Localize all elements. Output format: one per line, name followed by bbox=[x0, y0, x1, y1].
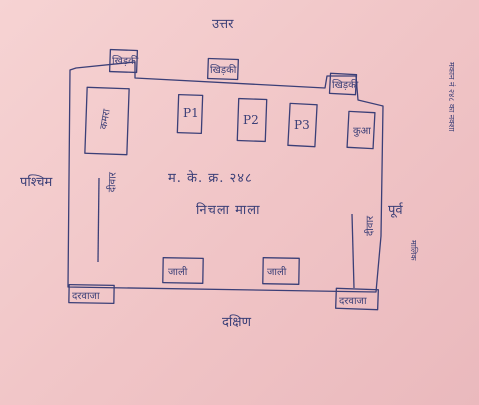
room-p2 bbox=[236, 97, 268, 143]
window-label-right: खिड़की bbox=[332, 80, 359, 91]
room-p3 bbox=[287, 102, 318, 148]
right-side-line bbox=[351, 213, 355, 289]
window-box-left bbox=[108, 48, 139, 74]
east-label: पूर्व bbox=[388, 203, 403, 218]
room-right bbox=[346, 110, 376, 150]
right-side-label: दीवार bbox=[365, 215, 376, 236]
room-right-label: कुआ bbox=[353, 126, 371, 137]
door-right bbox=[335, 287, 379, 311]
wall-window-left-label: जाली bbox=[168, 267, 188, 278]
window-box-right bbox=[328, 72, 358, 96]
wall-window-right bbox=[262, 257, 300, 285]
room-p2-label: P2 bbox=[243, 113, 259, 127]
plan-title-line1: म. के. क्र. २४८ bbox=[168, 171, 253, 186]
window-label-center: खिड़की bbox=[210, 65, 237, 76]
north-label: उत्तर bbox=[212, 17, 234, 32]
west-label: पश्चिम bbox=[20, 175, 53, 190]
door-left bbox=[68, 283, 115, 305]
window-label-left: खिड़की bbox=[112, 56, 139, 67]
room-p1 bbox=[176, 93, 204, 135]
wall-window-left bbox=[162, 257, 204, 284]
margin-note-top: मकान नं २४८ का नक्शा bbox=[447, 62, 456, 132]
south-label: दक्षिण bbox=[222, 315, 251, 330]
room-p3-label: P3 bbox=[294, 118, 310, 132]
wall-window-right-label: जाली bbox=[267, 267, 287, 278]
plan-title-line2: निचला माला bbox=[196, 203, 261, 218]
left-side-line bbox=[97, 177, 100, 263]
room-left bbox=[84, 86, 130, 156]
margin-note-bottom: मालिक bbox=[409, 240, 418, 261]
left-side-label: दीवार bbox=[106, 171, 119, 193]
building-outline bbox=[67, 61, 384, 293]
room-p1-label: P1 bbox=[183, 106, 199, 120]
door-right-label: दरवाजा bbox=[339, 296, 367, 307]
door-left-label: दरवाजा bbox=[72, 291, 100, 302]
window-box-center bbox=[207, 57, 239, 81]
